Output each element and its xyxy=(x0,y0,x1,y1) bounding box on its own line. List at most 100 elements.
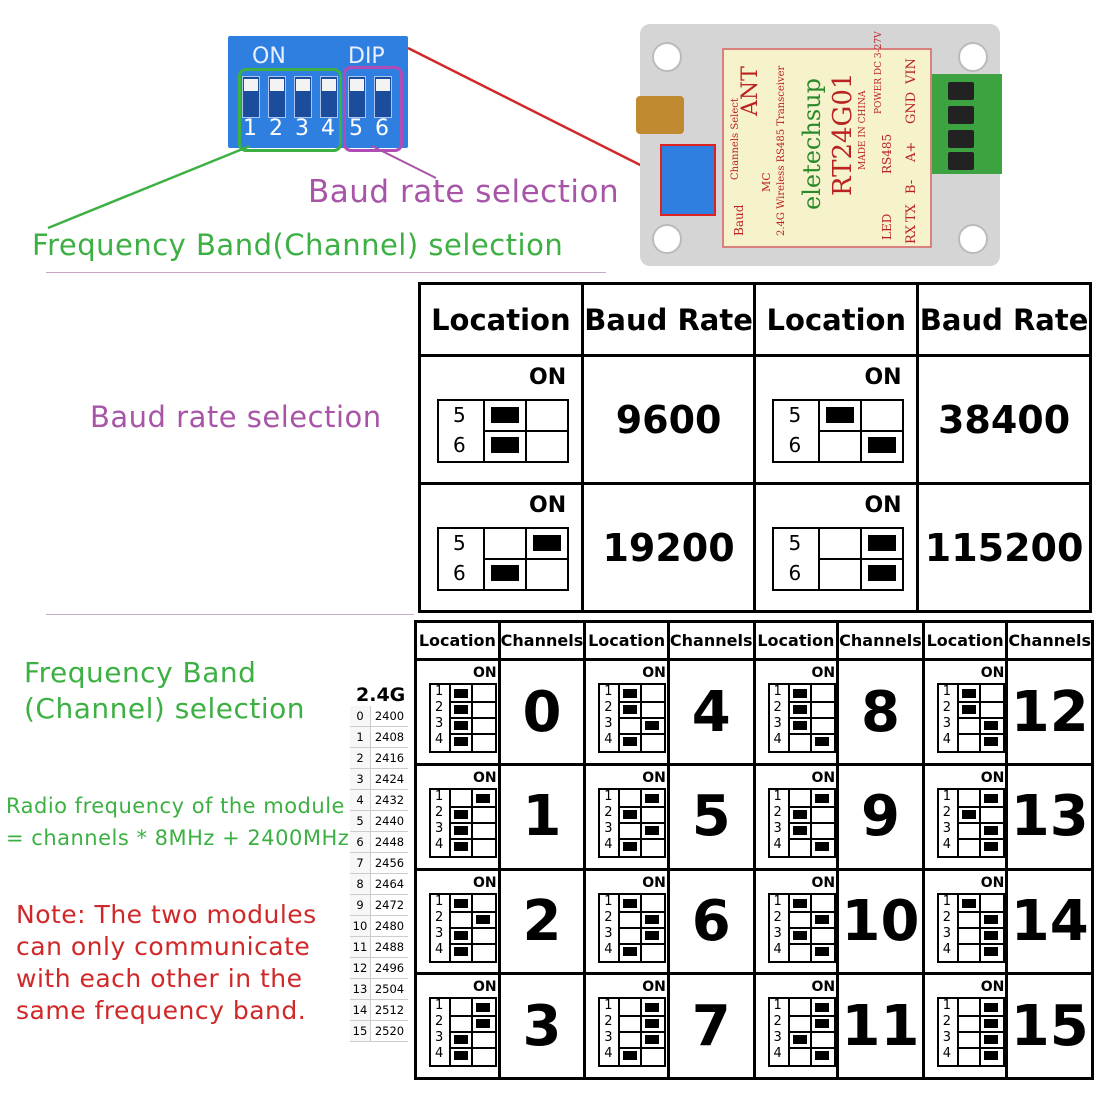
switch-number: 4 xyxy=(942,732,952,748)
dip-knob xyxy=(350,79,364,91)
switch-knob xyxy=(454,930,468,940)
channel-number: 4 xyxy=(666,658,756,766)
switch-number: 5 xyxy=(453,531,466,555)
channel-header: Channels xyxy=(666,619,756,662)
switch-number: 2 xyxy=(435,700,444,716)
frequency-channel: 9 xyxy=(350,895,371,915)
switch-on-label: ON xyxy=(811,979,836,996)
switch-on-label: ON xyxy=(811,769,836,786)
switch-number: 3 xyxy=(942,925,952,941)
switch-on-label: ON xyxy=(642,874,666,891)
baud-rate-caption-top: Baud rate selection xyxy=(308,174,620,210)
switch-knob xyxy=(814,841,829,851)
switch-number: 1 xyxy=(942,998,952,1014)
switch-number: 3 xyxy=(435,820,444,836)
frequency-caption-top: Frequency Band(Channel) selection xyxy=(32,228,564,262)
module-rs485: RS485 xyxy=(880,133,894,174)
switch-number: 3 xyxy=(942,1030,952,1046)
switch-knob xyxy=(961,705,976,715)
switch-knob xyxy=(792,930,807,940)
switch-knob xyxy=(476,1019,490,1029)
dip-number: 2 xyxy=(269,116,283,141)
switch-number: 4 xyxy=(604,836,613,852)
dip-slot xyxy=(242,76,260,118)
note-line-2: can only communicate xyxy=(16,932,311,961)
switch-number: 6 xyxy=(453,561,466,585)
switch-knob xyxy=(792,705,807,715)
frequency-channel: 5 xyxy=(350,811,371,831)
channel-number: 1 xyxy=(497,762,587,871)
switch-number: 2 xyxy=(435,1014,444,1030)
switch-number: 2 xyxy=(604,804,613,820)
switch-knob xyxy=(814,1051,829,1061)
channel-header: Location xyxy=(414,619,501,662)
dip-number: 1 xyxy=(243,116,257,141)
switch-knob xyxy=(454,825,468,835)
frequency-band-caption-1: Frequency Band xyxy=(24,656,257,689)
switch-number: 1 xyxy=(773,998,782,1014)
switch-number: 4 xyxy=(435,1046,444,1062)
switch-knob xyxy=(645,793,660,803)
channel-number: 3 xyxy=(497,972,587,1080)
switch-on-label: ON xyxy=(642,769,666,786)
switch-knob xyxy=(476,793,490,803)
frequency-channel: 7 xyxy=(350,853,371,873)
switch-number: 1 xyxy=(604,788,613,804)
frequency-mhz: 2504 xyxy=(374,982,405,996)
switch-knob xyxy=(645,721,660,731)
module-label: ANT eletechsup RT24G01 2.4G Wireless RS4… xyxy=(722,31,932,248)
module-baud: Baud xyxy=(732,204,746,236)
switch-number: 1 xyxy=(435,788,444,804)
switch-knob xyxy=(983,825,998,835)
switch-number: 4 xyxy=(435,732,444,748)
switch-number: 1 xyxy=(773,893,782,909)
switch-knob xyxy=(792,825,807,835)
switch-knob xyxy=(983,737,998,747)
channel-header: Channels xyxy=(836,619,925,662)
switch-number: 5 xyxy=(453,403,466,427)
switch-knob xyxy=(623,841,638,851)
switch-on-label: ON xyxy=(864,365,902,390)
switch-knob xyxy=(491,565,519,581)
switch-knob xyxy=(623,946,638,956)
module-power: POWER DC 3-27V xyxy=(874,31,884,114)
baud-group-highlight xyxy=(343,66,403,152)
switch-on-label: ON xyxy=(642,665,666,682)
switch-number: 2 xyxy=(604,700,613,716)
dip-number: 3 xyxy=(295,116,309,141)
switch-knob xyxy=(645,1035,660,1045)
switch-knob xyxy=(868,437,897,453)
switch-number: 2 xyxy=(942,804,952,820)
switch-knob xyxy=(826,407,855,423)
switch-number: 2 xyxy=(604,1014,613,1030)
switch-number: 3 xyxy=(604,820,613,836)
channel-header: Channels xyxy=(497,619,587,662)
switch-knob xyxy=(792,689,807,699)
frequency-list-title: 2.4G xyxy=(356,684,406,706)
dip-slot xyxy=(294,76,312,118)
module-a: A+ xyxy=(904,141,919,162)
channel-number: 6 xyxy=(666,867,756,976)
switch-number: 2 xyxy=(773,909,782,925)
switch-knob xyxy=(645,825,660,835)
frequency-channel: 12 xyxy=(350,958,371,978)
switch-on-label: ON xyxy=(864,493,902,518)
